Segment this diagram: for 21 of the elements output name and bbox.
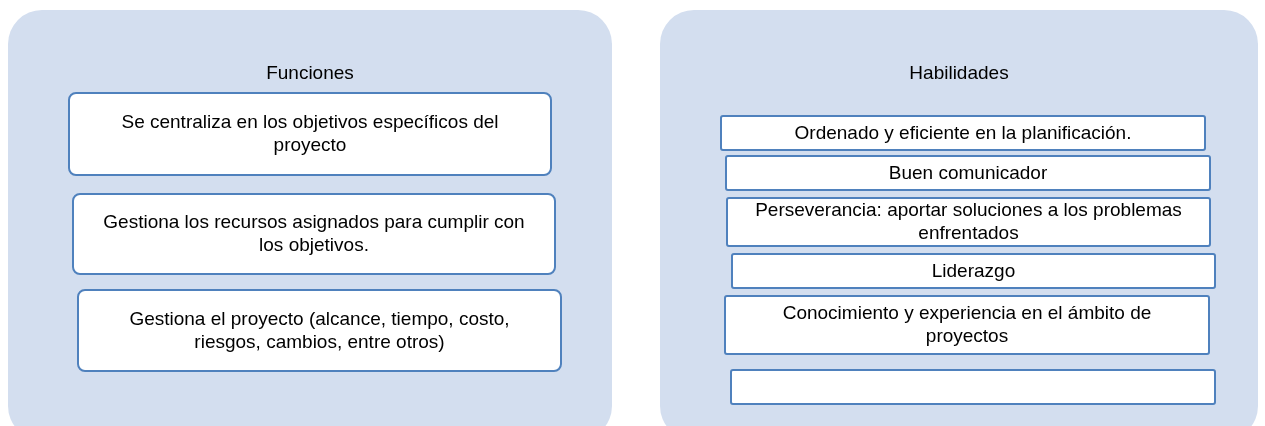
text-box [720,115,1206,151]
text-box [724,295,1210,355]
box-text: Conocimiento y experiencia en el ámbito de proyectos [781,302,1153,348]
text-box [72,193,556,275]
box-text: Liderazgo [931,259,1016,283]
panel-heading: Habilidades [908,62,1010,84]
box-text: Perseverancia: aportar soluciones a los problemas enfrentados [754,199,1183,245]
text-box [726,197,1211,247]
box-shape [730,369,1216,405]
box-text: Buen comunicador [888,161,1048,185]
text-box [77,289,562,372]
text-box [68,92,552,176]
panel-heading: Funciones [265,62,355,84]
box-text: Gestiona el proyecto (alcance, tiempo, costo, riesgos, cambios, entre otros) [128,307,511,354]
group-panel [8,10,612,426]
group-panel [660,10,1258,426]
text-box [725,155,1211,191]
box-text: Ordenado y eficiente en la planificación. [794,121,1132,145]
box-text: Se centraliza en los objetivos específicos del proyecto [120,111,500,157]
box-text: Gestiona los recursos asignados para cumplir con los objetivos. [102,211,526,257]
text-box [731,253,1216,289]
